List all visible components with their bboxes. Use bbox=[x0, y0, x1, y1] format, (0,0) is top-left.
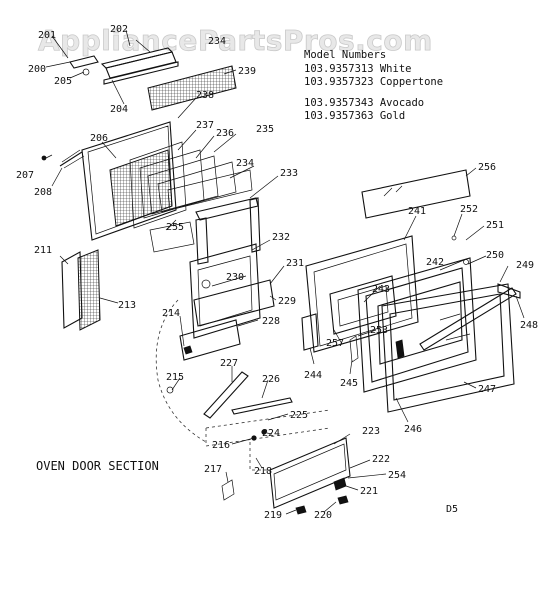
callout: 232 bbox=[272, 232, 290, 243]
callout: 229 bbox=[278, 296, 296, 307]
leader-lines bbox=[45, 29, 525, 515]
model-line-1: 103.9357313 White bbox=[304, 63, 411, 75]
callout: 230 bbox=[226, 272, 244, 283]
callout: 253 bbox=[370, 325, 388, 336]
callout: 221 bbox=[360, 486, 378, 497]
callout: 214 bbox=[162, 308, 180, 319]
callout: 257 bbox=[326, 338, 344, 349]
callout: 249 bbox=[516, 260, 534, 271]
section-title: OVEN DOOR SECTION bbox=[36, 459, 159, 473]
door-frame bbox=[349, 257, 477, 393]
inner-door-panel bbox=[301, 235, 419, 353]
callout: 250 bbox=[486, 250, 504, 261]
callout: 233 bbox=[280, 168, 298, 179]
callout: 220 bbox=[314, 510, 332, 521]
callout: 251 bbox=[486, 220, 504, 231]
callout: 237 bbox=[196, 120, 214, 131]
callout: 255 bbox=[166, 222, 184, 233]
callout: 205 bbox=[54, 76, 72, 87]
callout: 234 bbox=[236, 158, 254, 169]
callout: 245 bbox=[340, 378, 358, 389]
callout: 227 bbox=[220, 358, 238, 369]
callout-labels: 201 200 205 202 234 204 239 238 206 207 … bbox=[16, 24, 538, 521]
callout: 238 bbox=[196, 90, 214, 101]
callout: 213 bbox=[118, 300, 136, 311]
callout: 206 bbox=[90, 133, 108, 144]
callout: 224 bbox=[262, 428, 280, 439]
callout: 235 bbox=[256, 124, 274, 135]
callout: 242 bbox=[426, 257, 444, 268]
bolt-207-208 bbox=[41, 149, 85, 169]
callout: 234 bbox=[208, 36, 226, 47]
callout: 241 bbox=[408, 206, 426, 217]
callout: 256 bbox=[478, 162, 496, 173]
callout: 246 bbox=[404, 424, 422, 435]
callout: 239 bbox=[238, 66, 256, 77]
outer-door-panel bbox=[81, 121, 253, 241]
model-heading: Model Numbers bbox=[304, 49, 386, 61]
callout: 225 bbox=[290, 410, 308, 421]
callout: 228 bbox=[262, 316, 280, 327]
model-line-3: 103.9357343 Avocado bbox=[304, 97, 424, 109]
model-line-2: 103.9357323 Coppertone bbox=[304, 76, 443, 88]
callout: 200 bbox=[28, 64, 46, 75]
inner-frames bbox=[179, 243, 275, 361]
side-insulation bbox=[61, 249, 101, 331]
callout: 244 bbox=[304, 370, 322, 381]
callout: 223 bbox=[362, 426, 380, 437]
top-trim-assembly bbox=[69, 47, 237, 111]
glass-panel-256 bbox=[361, 169, 471, 219]
callout: 201 bbox=[38, 30, 56, 41]
model-numbers-block: Model Numbers 103.9357313 White 103.9357… bbox=[304, 49, 443, 122]
callout: 252 bbox=[460, 204, 478, 215]
watermark-text: AppliancePartsPros.com bbox=[38, 24, 433, 57]
bottom-kick-panel bbox=[166, 371, 351, 515]
page-code: D5 bbox=[446, 504, 458, 515]
callout: 226 bbox=[262, 374, 280, 385]
callout: 211 bbox=[34, 245, 52, 256]
callout: 236 bbox=[216, 128, 234, 139]
hinge-channel bbox=[149, 197, 261, 265]
model-line-4: 103.9357363 Gold bbox=[304, 110, 405, 122]
callout: 202 bbox=[110, 24, 128, 35]
callout: 218 bbox=[254, 466, 272, 477]
vent-grille-239 bbox=[147, 65, 237, 111]
callout: 222 bbox=[372, 454, 390, 465]
outer-door-glass bbox=[381, 235, 521, 413]
hinge-path-dashed bbox=[155, 299, 207, 443]
callout: 247 bbox=[478, 384, 496, 395]
callout: 254 bbox=[388, 470, 406, 481]
callout: 215 bbox=[166, 372, 184, 383]
callout: 219 bbox=[264, 510, 282, 521]
callout: 248 bbox=[520, 320, 538, 331]
callout: 217 bbox=[204, 464, 222, 475]
callout: 208 bbox=[34, 187, 52, 198]
callout: 243 bbox=[372, 284, 390, 295]
callout: 204 bbox=[110, 104, 128, 115]
callout: 231 bbox=[286, 258, 304, 269]
callout: 207 bbox=[16, 170, 34, 181]
callout: 216 bbox=[212, 440, 230, 451]
